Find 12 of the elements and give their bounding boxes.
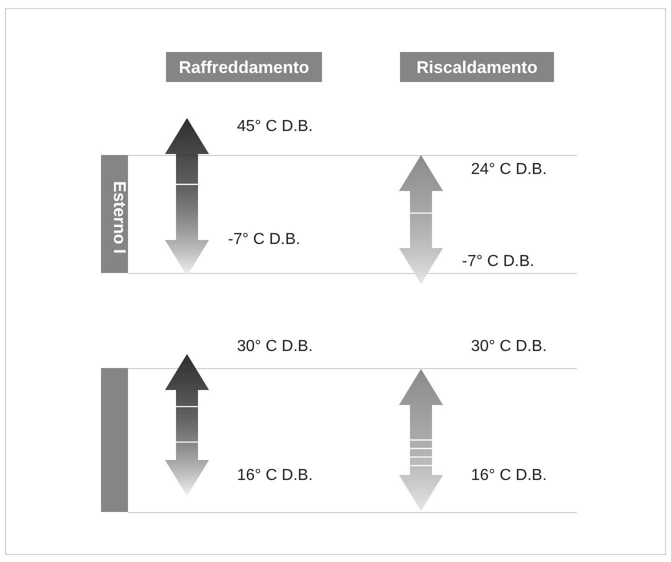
column-heading: Riscaldamento <box>400 52 554 82</box>
temperature-label: 16° C D.B. <box>237 466 313 486</box>
temperature-label: -7° C D.B. <box>228 230 300 250</box>
temperature-label: 24° C D.B. <box>471 160 547 180</box>
temperature-label: 30° C D.B. <box>237 337 313 357</box>
temperature-label: 45° C D.B. <box>237 117 313 137</box>
temperature-label: -7° C D.B. <box>462 252 534 272</box>
temperature-label: 16° C D.B. <box>471 466 547 486</box>
side-bar <box>101 368 128 512</box>
column-heading: Raffreddamento <box>166 52 322 82</box>
side-label-bar: Esterno I <box>101 155 128 273</box>
temperature-label: 30° C D.B. <box>471 337 547 357</box>
